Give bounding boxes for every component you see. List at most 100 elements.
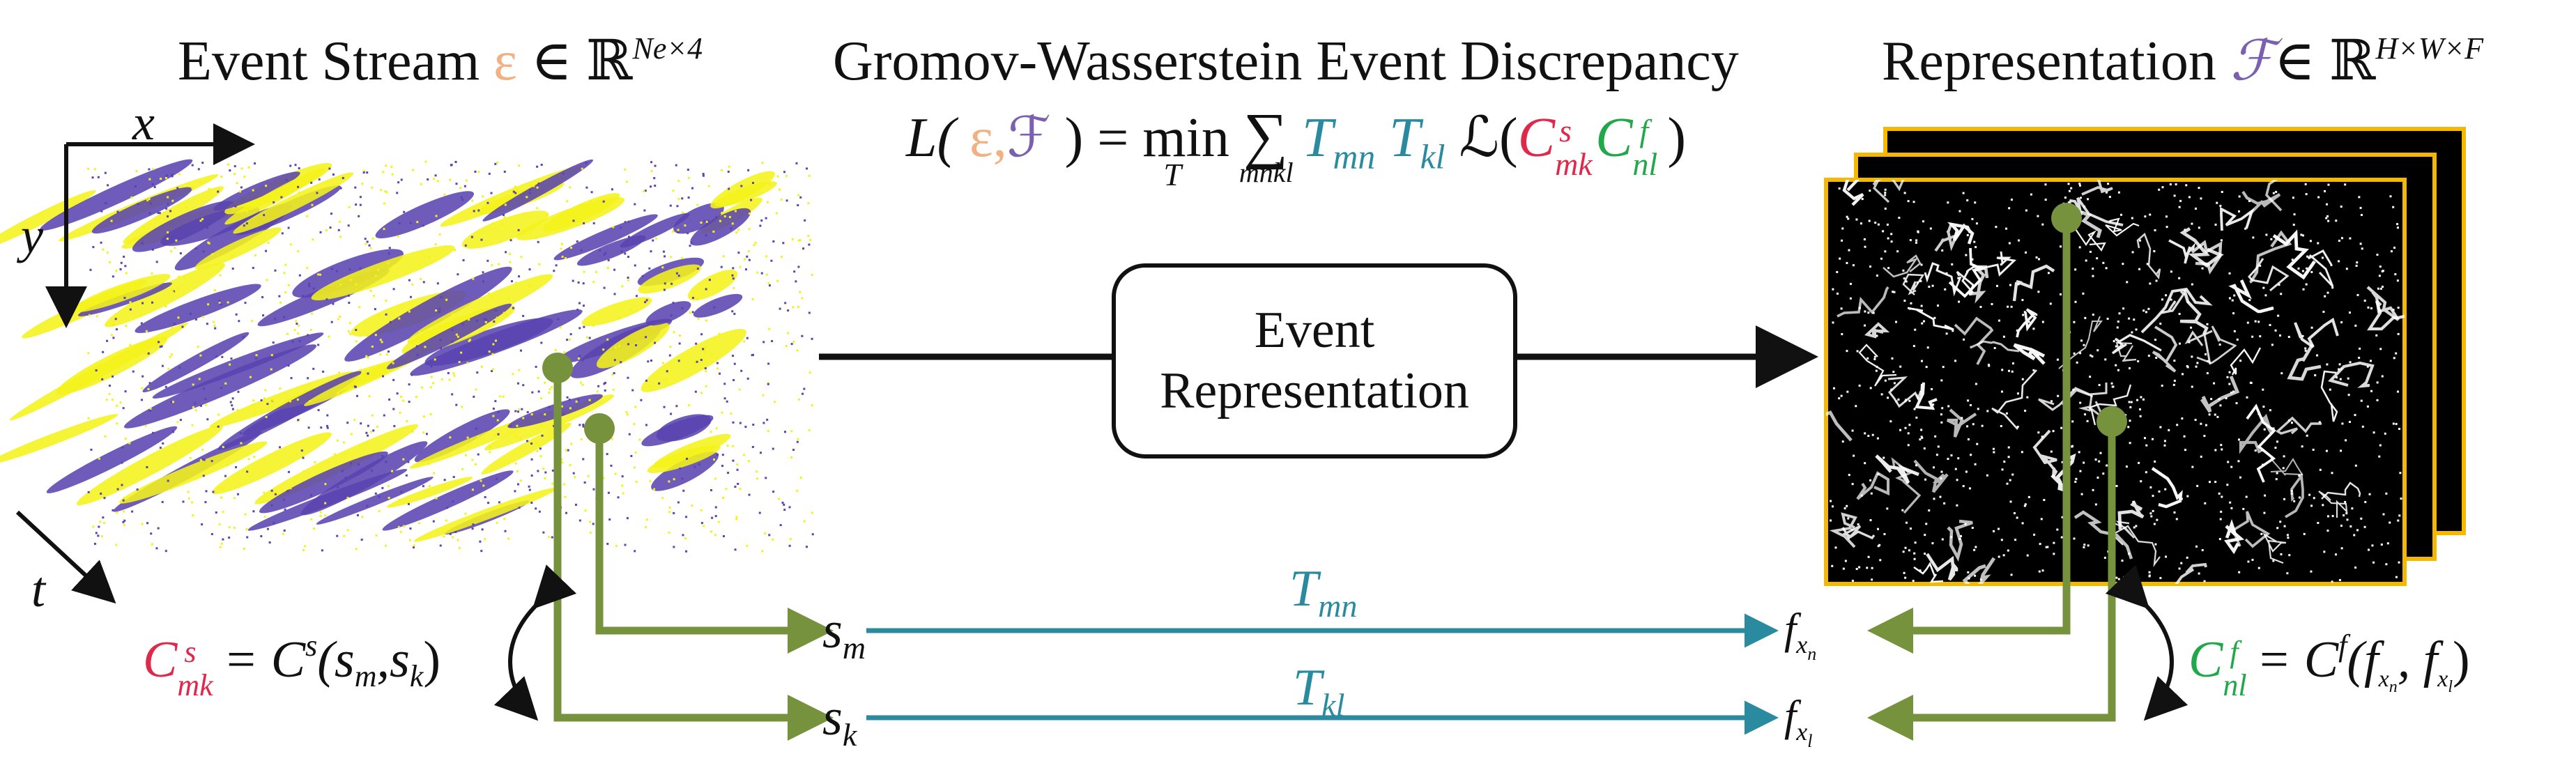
event-dot	[672, 230, 675, 233]
event-streak	[209, 371, 354, 429]
edge-dot	[2021, 299, 2024, 302]
edge-dot	[2214, 413, 2216, 416]
event-dot	[811, 404, 813, 407]
event-dot	[378, 495, 381, 498]
event-dot	[457, 335, 459, 338]
edge-dot	[2148, 575, 2151, 578]
event-streak	[40, 159, 193, 231]
event-dot	[687, 196, 690, 199]
event-dot	[392, 408, 395, 410]
edge-dot	[1896, 250, 1899, 253]
edge-dot	[2011, 362, 2014, 364]
event-dot	[167, 367, 170, 370]
event-dot	[765, 273, 768, 276]
event-dot	[787, 309, 790, 312]
event-dot	[205, 403, 208, 406]
edge-dot	[2236, 338, 2239, 341]
event-dot	[666, 457, 669, 460]
event-dot	[206, 418, 209, 421]
event-dot	[297, 185, 300, 188]
event-dot	[368, 395, 371, 398]
event-dot	[432, 520, 435, 523]
edge-dot	[2393, 246, 2396, 249]
event-dot	[380, 189, 383, 192]
edge-dot	[1871, 567, 1873, 569]
edge-stroke	[1969, 340, 2020, 353]
edge-dot	[1962, 485, 1965, 488]
event-dot	[342, 441, 345, 444]
event-dot	[385, 461, 388, 463]
event-dot	[201, 217, 204, 220]
event-stream-point-cloud	[0, 159, 814, 553]
edge-stroke	[2140, 287, 2213, 334]
edge-dot	[2009, 500, 2012, 503]
event-dot	[170, 401, 173, 403]
event-dot	[575, 400, 578, 403]
event-dot	[518, 164, 521, 167]
event-dot	[613, 293, 616, 295]
edge-dot	[1902, 269, 1905, 272]
edge-dot	[1834, 546, 1837, 549]
event-dot	[628, 433, 631, 436]
edge-dot	[2282, 467, 2285, 470]
edge-dot	[1890, 388, 1893, 391]
event-dot	[295, 320, 298, 323]
event-dot	[90, 448, 93, 451]
edge-dot	[2122, 263, 2124, 265]
edge-dot	[1903, 277, 1906, 280]
event-dot	[799, 477, 802, 479]
event-dot	[210, 533, 213, 536]
event-dot	[728, 165, 730, 168]
event-dot	[355, 394, 358, 397]
edge-dot	[2308, 493, 2311, 496]
edge-dot	[2000, 424, 2002, 427]
event-dot	[181, 325, 184, 328]
event-dot	[514, 410, 517, 413]
edge-dot	[2326, 515, 2329, 518]
event-dot	[411, 373, 413, 376]
event-dot	[325, 298, 328, 301]
edge-dot	[2283, 498, 2286, 500]
edge-dot	[1886, 223, 1889, 226]
event-dot	[703, 219, 706, 222]
event-dot	[727, 472, 730, 475]
event-dot	[592, 324, 595, 327]
event-dot	[512, 373, 514, 376]
edge-dot	[2033, 533, 2036, 536]
event-dot	[429, 386, 432, 389]
edge-dot	[2238, 195, 2241, 198]
edge-dot	[1971, 217, 1974, 220]
event-dot	[760, 219, 763, 222]
event-streak	[581, 297, 652, 326]
event-dot	[104, 435, 107, 438]
event-dot	[281, 232, 284, 235]
formula-T2-sub: kl	[1420, 137, 1446, 176]
edge-stroke	[1947, 408, 1977, 438]
event-dot	[231, 254, 233, 257]
event-dot	[569, 186, 572, 189]
event-dot	[563, 351, 566, 354]
edge-dot	[1839, 257, 1841, 260]
event-dot	[602, 200, 605, 203]
event-dot	[715, 427, 718, 430]
event-dot	[141, 242, 144, 245]
edge-dot	[2079, 470, 2082, 472]
event-streak	[481, 422, 572, 475]
edge-dot	[1966, 199, 1969, 201]
edge-dot	[2183, 435, 2186, 438]
event-dot	[722, 496, 725, 499]
event-dot	[522, 314, 525, 317]
event-dot	[421, 386, 424, 389]
edge-dot	[2360, 213, 2363, 216]
event-dot	[174, 247, 176, 249]
edge-dot	[2233, 294, 2236, 297]
edge-dot	[1942, 366, 1945, 369]
left-eq-C-sub: mk	[177, 668, 213, 702]
edge-dot	[2008, 242, 2011, 245]
edge-dot	[1843, 507, 1846, 510]
event-dot	[460, 196, 463, 199]
event-dot	[398, 222, 401, 224]
event-dot	[201, 523, 204, 526]
event-dot	[254, 357, 257, 360]
event-dot	[422, 485, 424, 488]
